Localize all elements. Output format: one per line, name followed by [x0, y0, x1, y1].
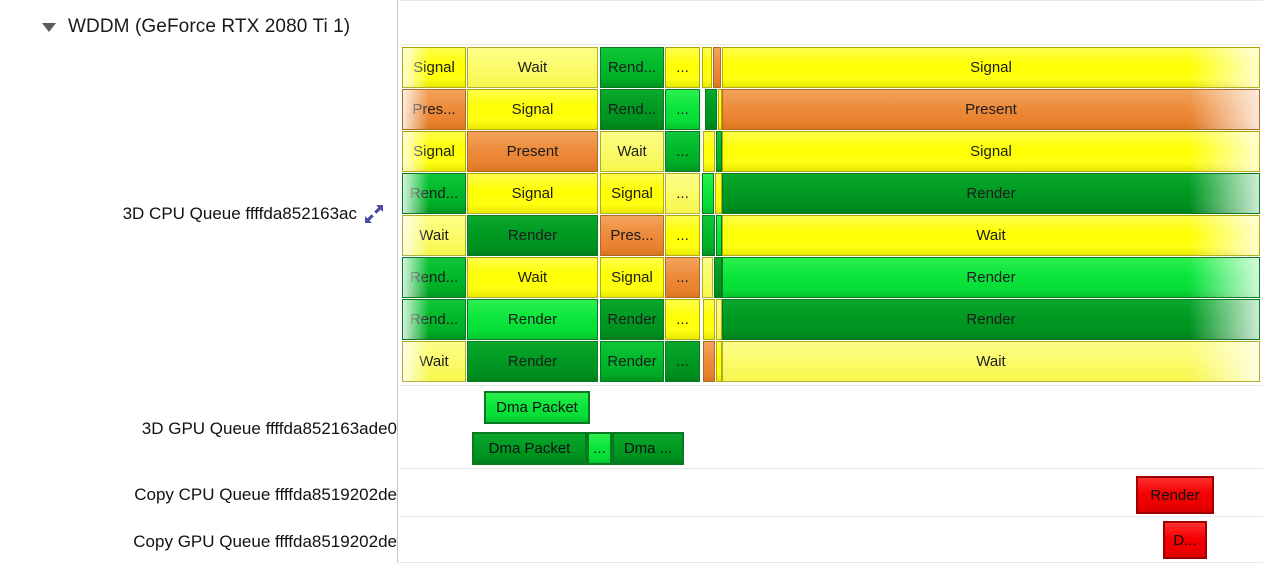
timeline-segment[interactable]: Signal	[600, 257, 664, 298]
timeline-segment-narrow[interactable]	[713, 47, 721, 88]
timeline-segment[interactable]: Signal	[722, 131, 1260, 172]
timeline-segment[interactable]: Signal	[722, 47, 1260, 88]
timeline-segment-narrow[interactable]	[702, 257, 713, 298]
timeline-segment-narrow[interactable]	[716, 215, 722, 256]
timeline-segment[interactable]: Render	[467, 341, 598, 382]
timeline-segment[interactable]: Rend...	[402, 173, 466, 214]
timeline-segment[interactable]: Render	[600, 341, 664, 382]
timeline-segment-narrow[interactable]	[716, 341, 722, 382]
timeline-segment-narrow[interactable]	[702, 173, 714, 214]
timeline-segment[interactable]: ...	[665, 89, 700, 130]
timeline-segment[interactable]: Render	[722, 257, 1260, 298]
row-divider	[399, 385, 1263, 386]
timeline-segment[interactable]: Wait	[722, 215, 1260, 256]
timeline-segment[interactable]: Signal	[467, 89, 598, 130]
triangle-down-icon[interactable]	[42, 22, 56, 32]
timeline-segment[interactable]: ...	[665, 131, 700, 172]
row-divider	[399, 44, 1263, 45]
row-label-text: Copy CPU Queue ffffda8519202de	[134, 485, 397, 504]
timeline-segment-narrow[interactable]	[702, 47, 712, 88]
timeline-segment[interactable]: Render	[722, 299, 1260, 340]
timeline-segment[interactable]: ...	[665, 173, 700, 214]
timeline-segment[interactable]: ...	[665, 341, 700, 382]
group-title: WDDM (GeForce RTX 2080 Ti 1)	[68, 16, 351, 37]
timeline-segment[interactable]: Wait	[467, 47, 598, 88]
timeline-segment[interactable]: ...	[665, 299, 700, 340]
timeline-segment[interactable]: Pres...	[600, 215, 664, 256]
timeline-segment[interactable]: Render	[467, 299, 598, 340]
timeline-segment[interactable]: Wait	[402, 215, 466, 256]
timeline-segment[interactable]: ...	[665, 215, 700, 256]
timeline-segment[interactable]: Wait	[600, 131, 664, 172]
row-label-text: 3D CPU Queue ffffda852163ac	[122, 204, 357, 223]
row-divider	[399, 516, 1263, 517]
timeline-segment-narrow[interactable]	[714, 257, 722, 298]
timeline-segment[interactable]: Render	[722, 173, 1260, 214]
timeline-segment[interactable]: Render	[467, 215, 598, 256]
timeline-segment[interactable]: Pres...	[402, 89, 466, 130]
timeline-segment[interactable]: Render	[600, 299, 664, 340]
timeline-segment-narrow[interactable]	[703, 131, 715, 172]
group-header-wddm[interactable]: WDDM (GeForce RTX 2080 Ti 1)	[0, 10, 398, 44]
dma-packet-block[interactable]: ...	[587, 432, 612, 465]
row-label-text: Copy GPU Queue ffffda8519202de	[133, 532, 397, 551]
timeline-segment-narrow[interactable]	[703, 341, 715, 382]
row-label-text: 3D GPU Queue ffffda852163ade0	[141, 419, 397, 438]
timeline-segment[interactable]: Signal	[402, 47, 466, 88]
row-label-panel: WDDM (GeForce RTX 2080 Ti 1) 3D CPU Queu…	[0, 0, 398, 563]
timeline-segment[interactable]: Wait	[467, 257, 598, 298]
sidebar-item-3d-gpu-queue[interactable]: 3D GPU Queue ffffda852163ade0	[0, 407, 397, 451]
timeline-segment[interactable]: ...	[665, 47, 700, 88]
sidebar-item-copy-cpu-queue[interactable]: Copy CPU Queue ffffda8519202de	[0, 473, 397, 517]
sidebar-item-copy-gpu-queue[interactable]: Copy GPU Queue ffffda8519202de	[0, 520, 397, 564]
timeline-segment[interactable]: Rend...	[600, 89, 664, 130]
copy-cpu-render-block[interactable]: Render	[1136, 476, 1214, 514]
dma-packet-block[interactable]: Dma Packet	[472, 432, 587, 465]
dma-packet-block[interactable]: Dma Packet	[484, 391, 590, 424]
timeline-segment[interactable]: Present	[467, 131, 598, 172]
timeline-segment[interactable]: Present	[722, 89, 1260, 130]
timeline-segment[interactable]: Signal	[467, 173, 598, 214]
timeline-segment-narrow[interactable]	[715, 173, 722, 214]
collapse-arrows-icon[interactable]	[363, 203, 385, 225]
timeline-segment[interactable]: Signal	[402, 131, 466, 172]
timeline-segment-narrow[interactable]	[716, 299, 722, 340]
timeline-segment-narrow[interactable]	[703, 299, 715, 340]
copy-gpu-dma-block[interactable]: D...	[1163, 521, 1207, 559]
timeline-segment[interactable]: Wait	[402, 341, 466, 382]
timeline-segment-narrow[interactable]	[702, 215, 715, 256]
sidebar-item-3d-cpu-queue[interactable]: 3D CPU Queue ffffda852163ac	[0, 192, 397, 236]
row-divider	[399, 0, 1263, 1]
dma-packet-block[interactable]: Dma ...	[612, 432, 684, 465]
timeline-segment-narrow[interactable]	[705, 89, 717, 130]
timeline-segment[interactable]: Wait	[722, 341, 1260, 382]
timeline-segment[interactable]: ...	[665, 257, 700, 298]
timeline-segment[interactable]: Rend...	[402, 299, 466, 340]
timeline-segment[interactable]: Signal	[600, 173, 664, 214]
timeline-segment-narrow[interactable]	[716, 131, 722, 172]
timeline-segment[interactable]: Rend...	[402, 257, 466, 298]
timeline-segment-narrow[interactable]	[718, 89, 722, 130]
row-divider	[399, 468, 1263, 469]
timeline-segment[interactable]: Rend...	[600, 47, 664, 88]
